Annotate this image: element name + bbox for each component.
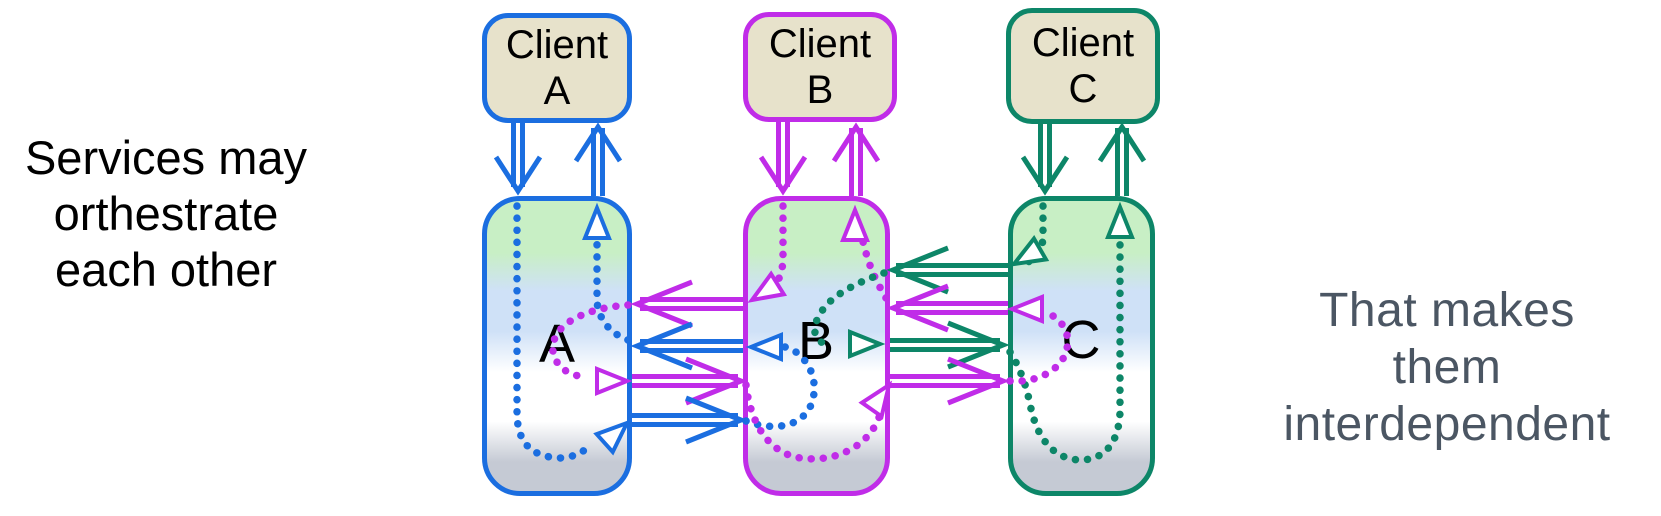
left-caption: Services may orthestrate each other <box>24 131 308 296</box>
arrow-client-b-request-icon <box>758 122 808 196</box>
client-b-box: Client B <box>743 12 897 122</box>
arrow-client-c-request-icon <box>1020 124 1070 196</box>
arrow-client-a-request-icon <box>493 123 543 196</box>
arrow-b-to-a-request-icon <box>630 279 743 329</box>
service-c-label: C <box>1061 310 1101 370</box>
arrow-client-b-response-icon <box>831 122 881 196</box>
arrow-client-a-response-icon <box>573 122 623 196</box>
arrow-a-to-b-request-icon <box>632 395 748 445</box>
service-b-label: B <box>797 311 835 371</box>
client-c-label: Client C <box>1031 21 1135 111</box>
arrow-a-to-b-response-icon <box>632 356 748 406</box>
client-a-box: Client A <box>482 13 632 123</box>
arrow-c-to-b-response-icon <box>886 283 1008 333</box>
arrow-b-to-c-request-icon <box>890 356 1010 406</box>
service-a-label: A <box>538 314 576 374</box>
arrow-b-to-a-response-icon <box>630 321 743 371</box>
client-c-box: Client C <box>1006 8 1160 124</box>
right-caption: That makes them interdependent <box>1283 284 1611 451</box>
arrow-client-c-response-icon <box>1097 122 1147 196</box>
arrow-b-to-c-response-icon <box>890 320 1010 370</box>
arrow-c-to-b-request-icon <box>886 245 1008 295</box>
client-a-label: Client A <box>505 23 609 113</box>
client-b-label: Client B <box>768 22 872 112</box>
